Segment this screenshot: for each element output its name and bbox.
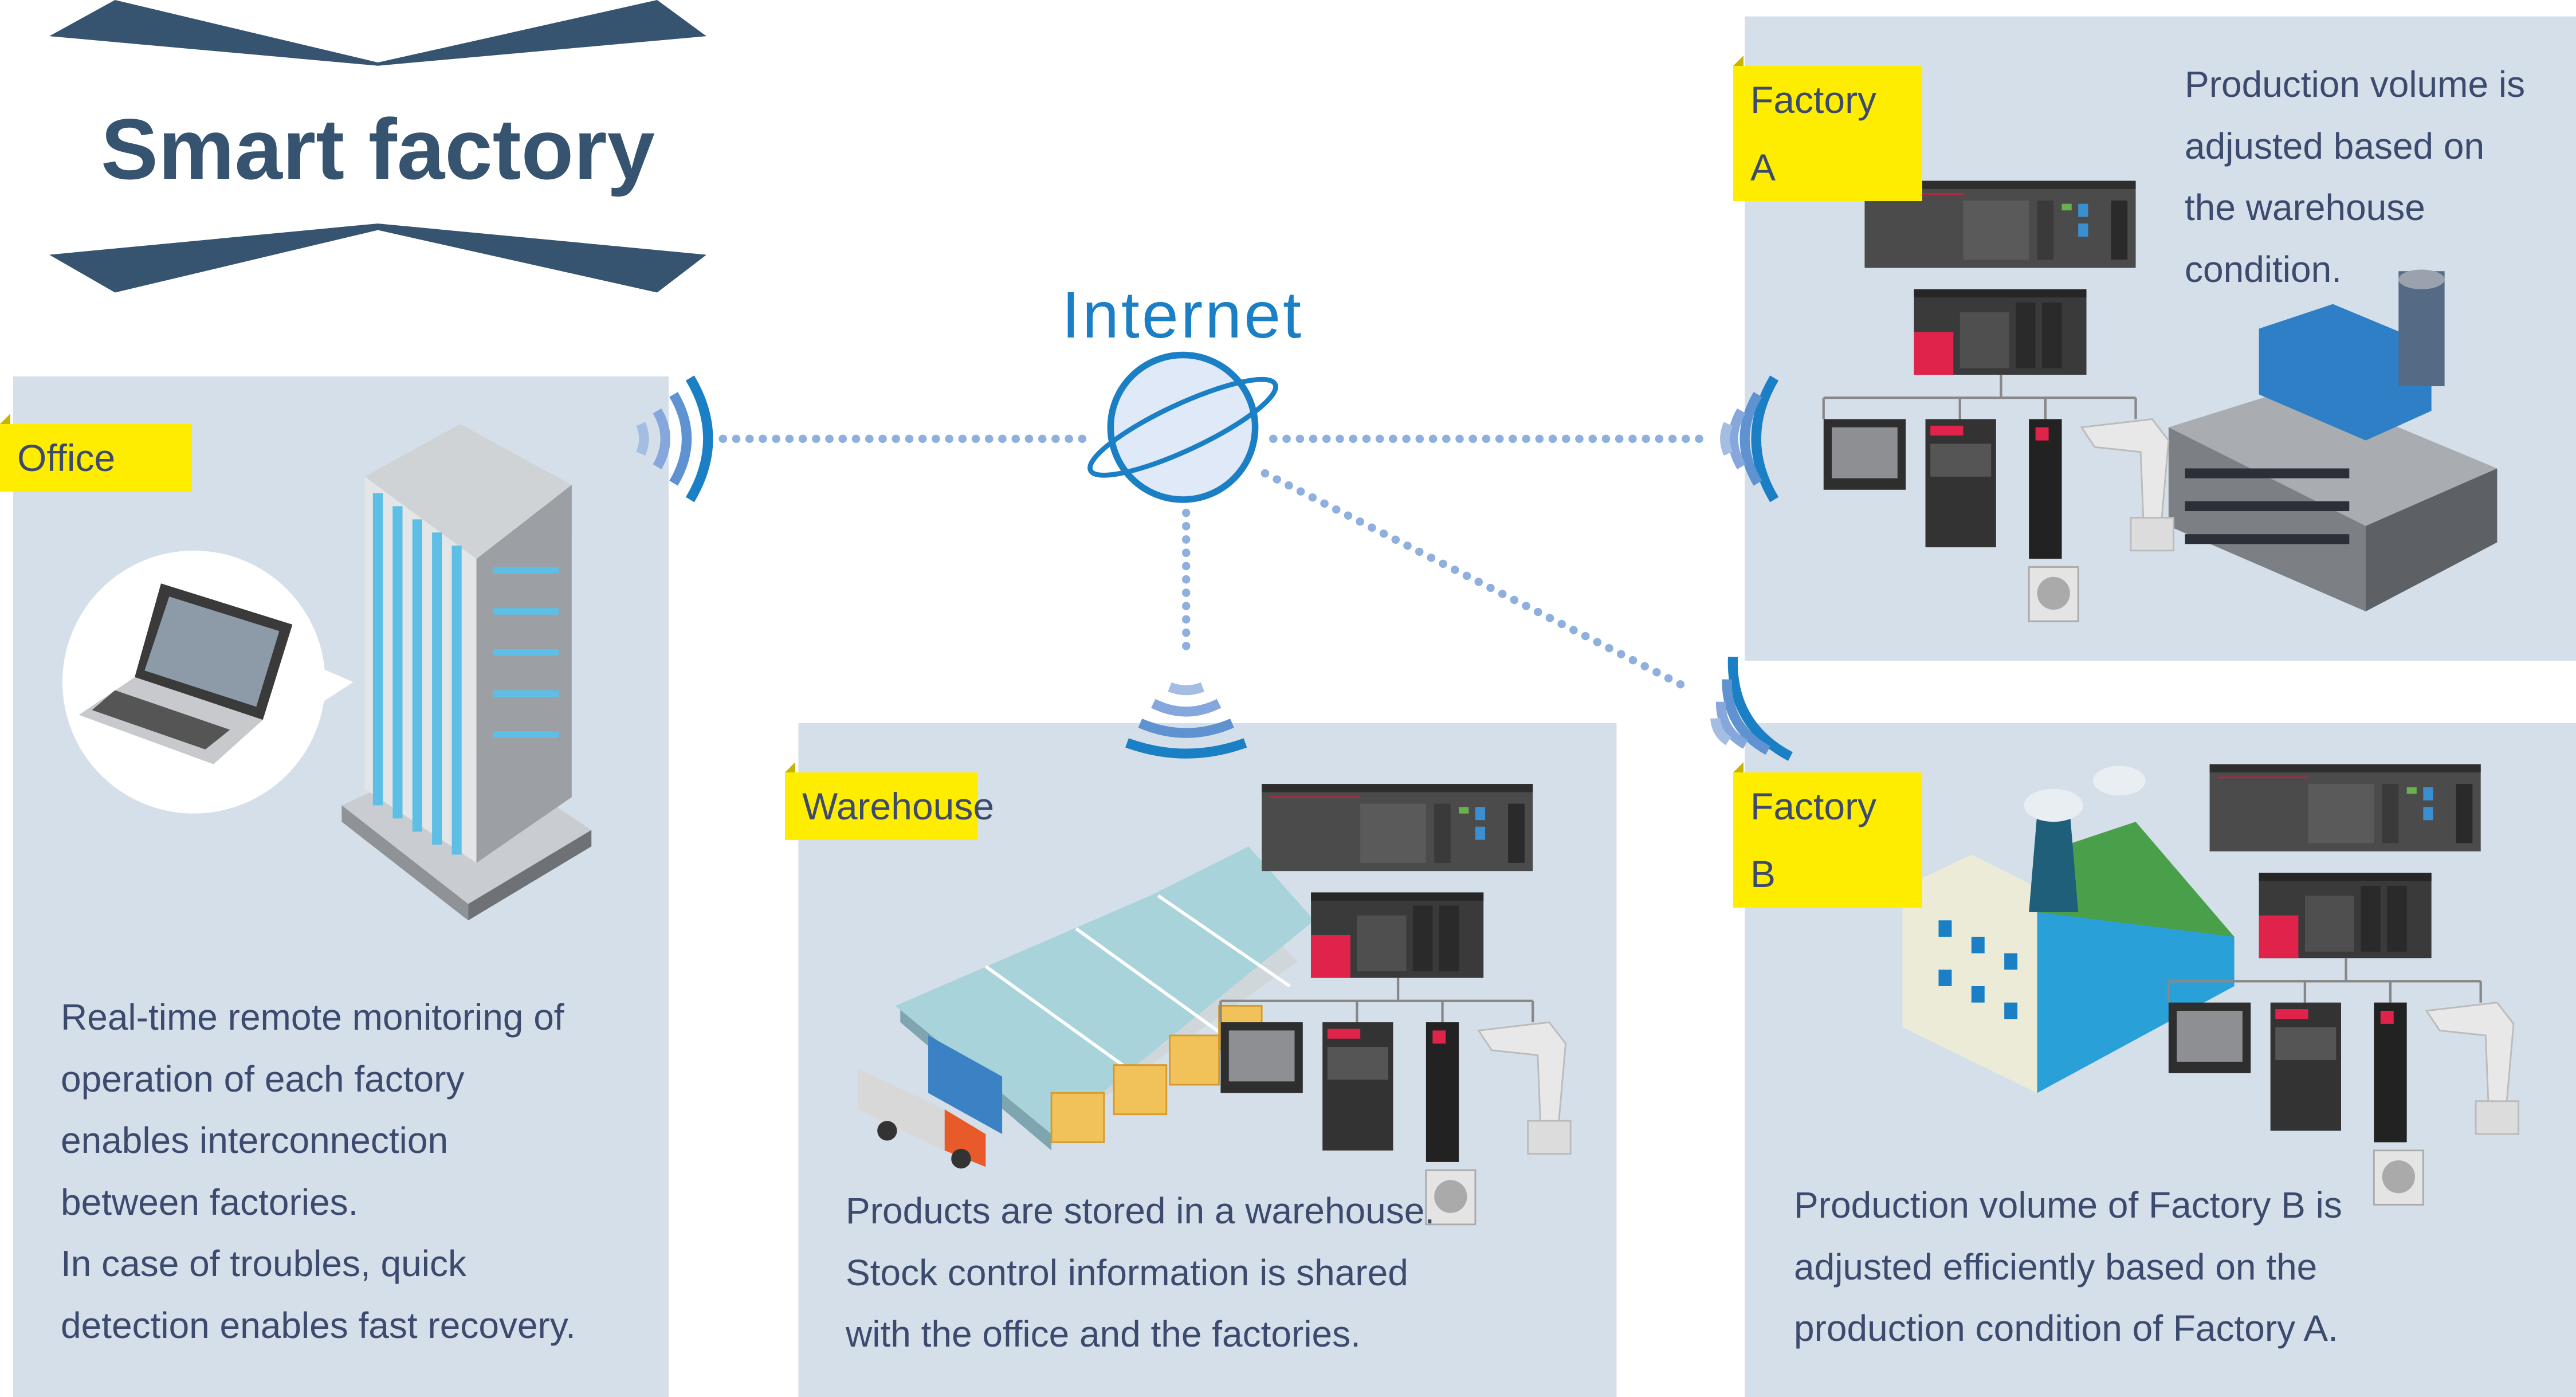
office-line: detection enables fast recovery. — [61, 1304, 576, 1346]
factory-b-label: Factory B — [1733, 762, 1922, 908]
factory-b-line: Production volume of Factory B is — [1794, 1184, 2342, 1226]
page-title: Smart factory — [100, 101, 655, 197]
warehouse-line: Stock control information is shared — [846, 1251, 1408, 1293]
factory-a-line: condition. — [2185, 248, 2342, 290]
office-description: Real-time remote monitoring of operation… — [61, 987, 576, 1356]
warehouse-description: Products are stored in a warehouse. Stoc… — [846, 1180, 1435, 1365]
warehouse-line: Products are stored in a warehouse. — [846, 1190, 1435, 1231]
factory-b-line: production condition of Factory A. — [1794, 1308, 2338, 1349]
factory-b-building-illustration — [1902, 766, 2235, 1093]
wifi-icon-factory-a — [1720, 375, 1779, 503]
globe-icon — [1087, 351, 1278, 503]
factory-b-description: Production volume of Factory B is adjust… — [1794, 1175, 2342, 1360]
office-line: enables interconnection — [61, 1120, 449, 1161]
warehouse-label: Warehouse — [785, 762, 994, 840]
factory-a-building-illustration — [2168, 269, 2498, 611]
office-label: Office — [0, 414, 192, 492]
wifi-icon-warehouse — [1125, 682, 1247, 759]
office-line: between factories. — [61, 1181, 359, 1223]
wifi-icon-office — [636, 375, 713, 503]
office-building-illustration — [341, 424, 592, 921]
factory-a-line: the warehouse — [2185, 187, 2425, 228]
title-banner-top — [49, 0, 706, 66]
factory-b-line: adjusted efficiently based on the — [1794, 1246, 2318, 1288]
network-links — [718, 434, 1713, 694]
factory-a-line: Production volume is — [2185, 64, 2526, 105]
office-line: Real-time remote monitoring of — [61, 996, 564, 1038]
office-line: operation of each factory — [61, 1058, 465, 1100]
warehouse-illustration — [857, 846, 1314, 1169]
link-factory-b — [1260, 469, 1697, 694]
internet-label: Internet — [1062, 278, 1303, 352]
factory-a-description: Production volume is adjusted based on t… — [2185, 54, 2525, 300]
factory-a-line: adjusted based on — [2185, 125, 2485, 167]
title-banner-bottom — [49, 223, 706, 293]
wifi-icon-factory-b — [1710, 657, 1793, 761]
laptop-bubble — [62, 550, 354, 814]
warehouse-line: with the office and the factories. — [846, 1313, 1361, 1355]
factory-a-label: Factory A — [1733, 56, 1922, 201]
office-line: In case of troubles, quick — [61, 1243, 466, 1284]
